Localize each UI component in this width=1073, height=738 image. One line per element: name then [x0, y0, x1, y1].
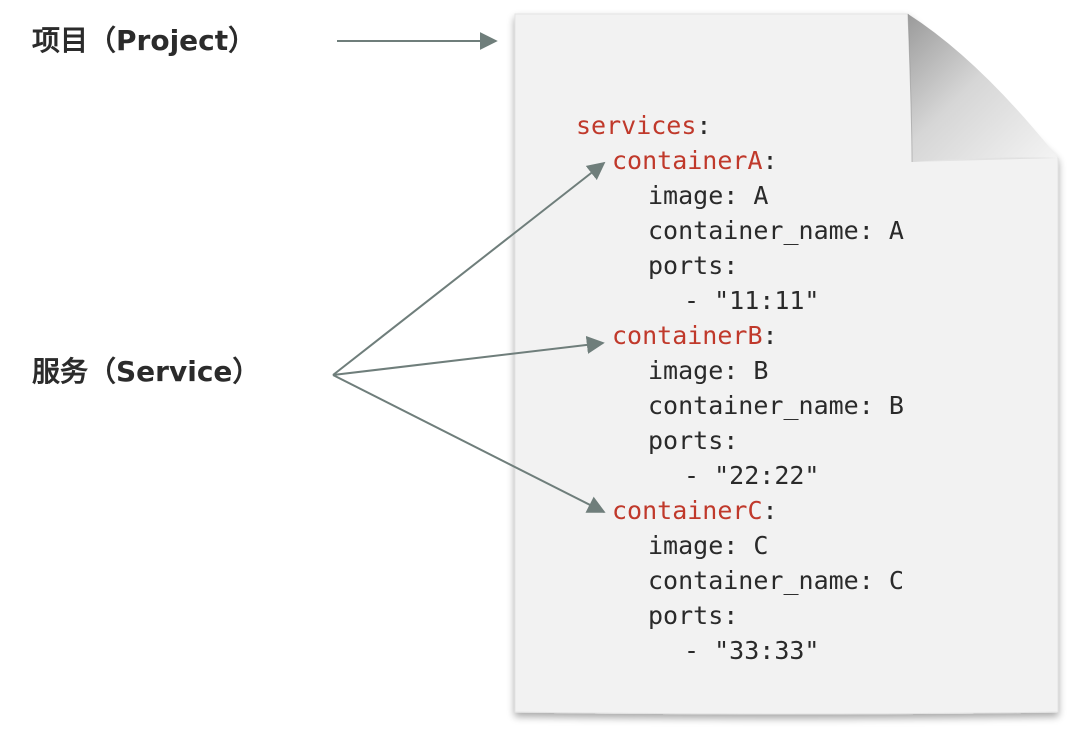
- image-key: image: [648, 531, 724, 560]
- folded-corner: [908, 14, 1058, 162]
- container-c-key: containerC: [612, 496, 763, 525]
- services-key: services: [576, 111, 697, 140]
- port-value: "33:33": [714, 636, 820, 665]
- image-value: C: [753, 531, 769, 560]
- code-line-container-c: containerC:: [612, 496, 778, 525]
- service-label: 服务（Service）: [32, 355, 261, 388]
- port-value: "22:22": [714, 461, 820, 490]
- ports-key: ports: [648, 426, 724, 455]
- image-value: A: [753, 181, 769, 210]
- container-name-value: A: [888, 216, 904, 245]
- paper-body: [514, 13, 1059, 715]
- code-line-port-a: - "11:11": [684, 286, 820, 315]
- code-line-container-name-b: container_name: B: [648, 391, 904, 420]
- yaml-code: services: containerA: image: A container…: [576, 108, 904, 668]
- ports-key: ports: [648, 251, 724, 280]
- project-label: 项目（Project）: [32, 24, 257, 57]
- image-key: image: [648, 181, 724, 210]
- code-line-port-c: - "33:33": [684, 636, 820, 665]
- container-b-key: containerB: [612, 321, 763, 350]
- ports-key: ports: [648, 601, 724, 630]
- code-line-ports-b: ports:: [648, 426, 739, 455]
- code-line-services: services:: [576, 111, 712, 140]
- code-line-container-name-c: container_name: C: [648, 566, 904, 595]
- container-name-value: B: [888, 391, 904, 420]
- code-line-image-b: image: B: [648, 356, 769, 385]
- code-line-ports-a: ports:: [648, 251, 739, 280]
- code-line-container-a: containerA:: [612, 146, 778, 175]
- container-name-key: container_name: [648, 391, 859, 420]
- code-line-image-c: image: C: [648, 531, 769, 560]
- code-line-port-b: - "22:22": [684, 461, 820, 490]
- port-value: "11:11": [714, 286, 820, 315]
- code-line-ports-c: ports:: [648, 601, 739, 630]
- image-value: B: [753, 356, 769, 385]
- container-name-value: C: [888, 566, 904, 595]
- image-key: image: [648, 356, 724, 385]
- container-name-key: container_name: [648, 566, 859, 595]
- code-line-container-name-a: container_name: A: [648, 216, 904, 245]
- container-name-key: container_name: [648, 216, 859, 245]
- container-a-key: containerA: [612, 146, 763, 175]
- code-line-container-b: containerB:: [612, 321, 778, 350]
- code-line-image-a: image: A: [648, 181, 769, 210]
